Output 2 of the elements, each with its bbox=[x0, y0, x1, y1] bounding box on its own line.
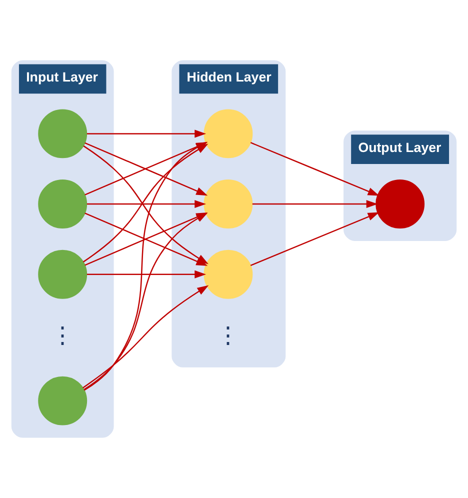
label: ⋮ bbox=[216, 322, 240, 348]
label: ⋮ bbox=[51, 322, 74, 348]
